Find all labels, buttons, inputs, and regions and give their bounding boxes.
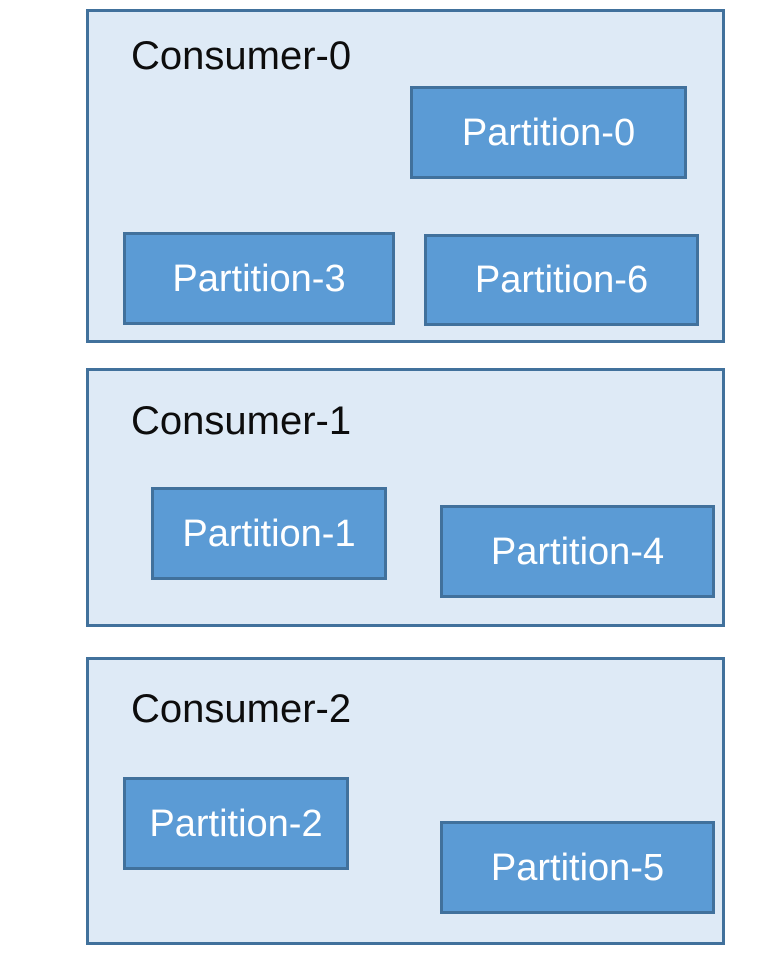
partition-label-3: Partition-3 <box>172 257 346 300</box>
partition-label-2: Partition-2 <box>149 802 323 845</box>
consumer-label-0: Consumer-0 <box>131 34 352 78</box>
partition-label-6: Partition-6 <box>474 259 649 301</box>
partition-box-4[interactable]: Partition-4 <box>440 505 715 598</box>
partition-box-2[interactable]: Partition-2 <box>123 777 349 870</box>
consumer-group-1[interactable]: Consumer-1 Partition-1 Partition-4 <box>86 368 725 627</box>
partition-label-5: Partition-5 <box>490 846 665 889</box>
partition-label-0: Partition-0 <box>461 111 636 154</box>
partition-box-0[interactable]: Partition-0 <box>410 86 687 179</box>
consumer-label-2: Consumer-2 <box>131 687 352 731</box>
partition-box-6[interactable]: Partition-6 <box>424 234 699 326</box>
partition-box-1[interactable]: Partition-1 <box>151 487 387 580</box>
partition-label-4: Partition-4 <box>490 530 665 573</box>
consumer-group-0[interactable]: Consumer-0 Partition-0 Partition-3 Parti… <box>86 9 725 343</box>
consumer-label-1: Consumer-1 <box>131 399 352 443</box>
partition-box-3[interactable]: Partition-3 <box>123 232 395 325</box>
partition-box-5[interactable]: Partition-5 <box>440 821 715 914</box>
consumer-group-2[interactable]: Consumer-2 Partition-2 Partition-5 <box>86 657 725 945</box>
partition-label-1: Partition-1 <box>182 512 356 555</box>
